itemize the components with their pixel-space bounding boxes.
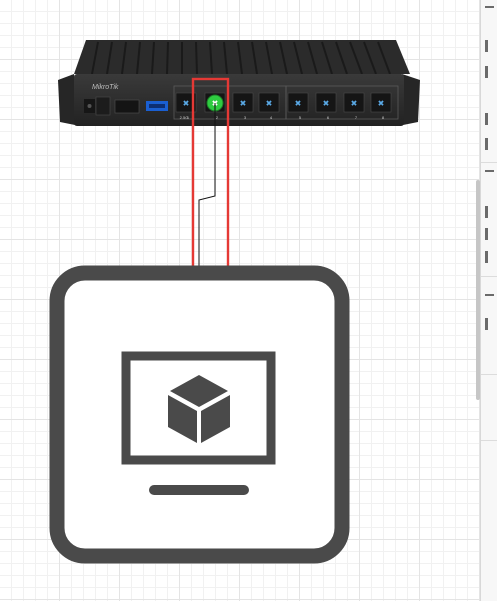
port-label: 2.5G xyxy=(180,115,189,120)
connection-line[interactable] xyxy=(198,103,216,268)
panel-divider xyxy=(481,276,497,277)
port-label: 5 xyxy=(299,115,302,120)
monitor-icon xyxy=(121,351,276,465)
port-label: 4 xyxy=(270,115,273,120)
properties-panel[interactable] xyxy=(476,0,497,601)
port-unlinked-icon: ✖ xyxy=(323,99,330,108)
cube-icon xyxy=(168,375,230,443)
port-unlinked-icon: ✖ xyxy=(183,99,190,108)
port-label: 6 xyxy=(327,115,330,120)
port-label: 3 xyxy=(244,115,247,120)
ethernet-port[interactable] xyxy=(370,92,392,113)
port-unlinked-icon: ✖ xyxy=(266,99,273,108)
panel-divider xyxy=(481,162,497,163)
ethernet-port[interactable] xyxy=(232,92,254,113)
panel-heading-mark xyxy=(485,6,494,8)
panel-divider xyxy=(481,374,497,375)
port-unlinked-icon: ✖ xyxy=(351,99,358,108)
panel-field-mark xyxy=(485,40,488,52)
sfp-port[interactable] xyxy=(114,99,140,114)
ethernet-ports: ✖✖✖✖✖✖✖✖ xyxy=(175,92,392,113)
panel-field-mark xyxy=(485,228,488,240)
port-unlinked-icon: ✖ xyxy=(240,99,247,108)
panel-field-mark xyxy=(485,138,488,150)
port-label: 1 xyxy=(187,115,190,120)
router-brand-logo: MikroTik xyxy=(92,84,119,91)
panel-field-mark xyxy=(485,206,488,218)
ethernet-port[interactable] xyxy=(315,92,337,113)
panel-divider xyxy=(481,440,497,441)
port-label: 8 xyxy=(382,115,385,120)
panel-heading-mark xyxy=(485,170,494,172)
reset-button[interactable] xyxy=(95,96,111,116)
port-unlinked-icon: ✖ xyxy=(378,99,385,108)
panel-field-mark xyxy=(485,251,488,263)
ethernet-port[interactable] xyxy=(258,92,280,113)
usb-port-tongue xyxy=(149,104,165,108)
router-heatsink xyxy=(74,40,410,75)
ethernet-port[interactable] xyxy=(287,92,309,113)
panel-heading-mark xyxy=(485,294,494,296)
panel-field-mark xyxy=(485,318,488,330)
panel-field-mark xyxy=(485,66,488,78)
device-node[interactable] xyxy=(49,265,350,564)
port-label: 2 xyxy=(216,115,219,120)
port-labels: 2.5G1 2 3 4 5 6 7 8 xyxy=(180,115,385,120)
panel-scrollbar[interactable] xyxy=(476,180,480,400)
port-unlinked-icon: ✖ xyxy=(295,99,302,108)
dc-jack-pin xyxy=(87,104,92,108)
panel-field-mark xyxy=(485,113,488,125)
ethernet-port[interactable] xyxy=(343,92,365,113)
port-label: 7 xyxy=(355,115,358,120)
virtual-machine-icon xyxy=(121,351,276,495)
port-group-right xyxy=(285,85,399,120)
device-frame xyxy=(49,265,350,564)
ethernet-port[interactable] xyxy=(175,92,197,113)
